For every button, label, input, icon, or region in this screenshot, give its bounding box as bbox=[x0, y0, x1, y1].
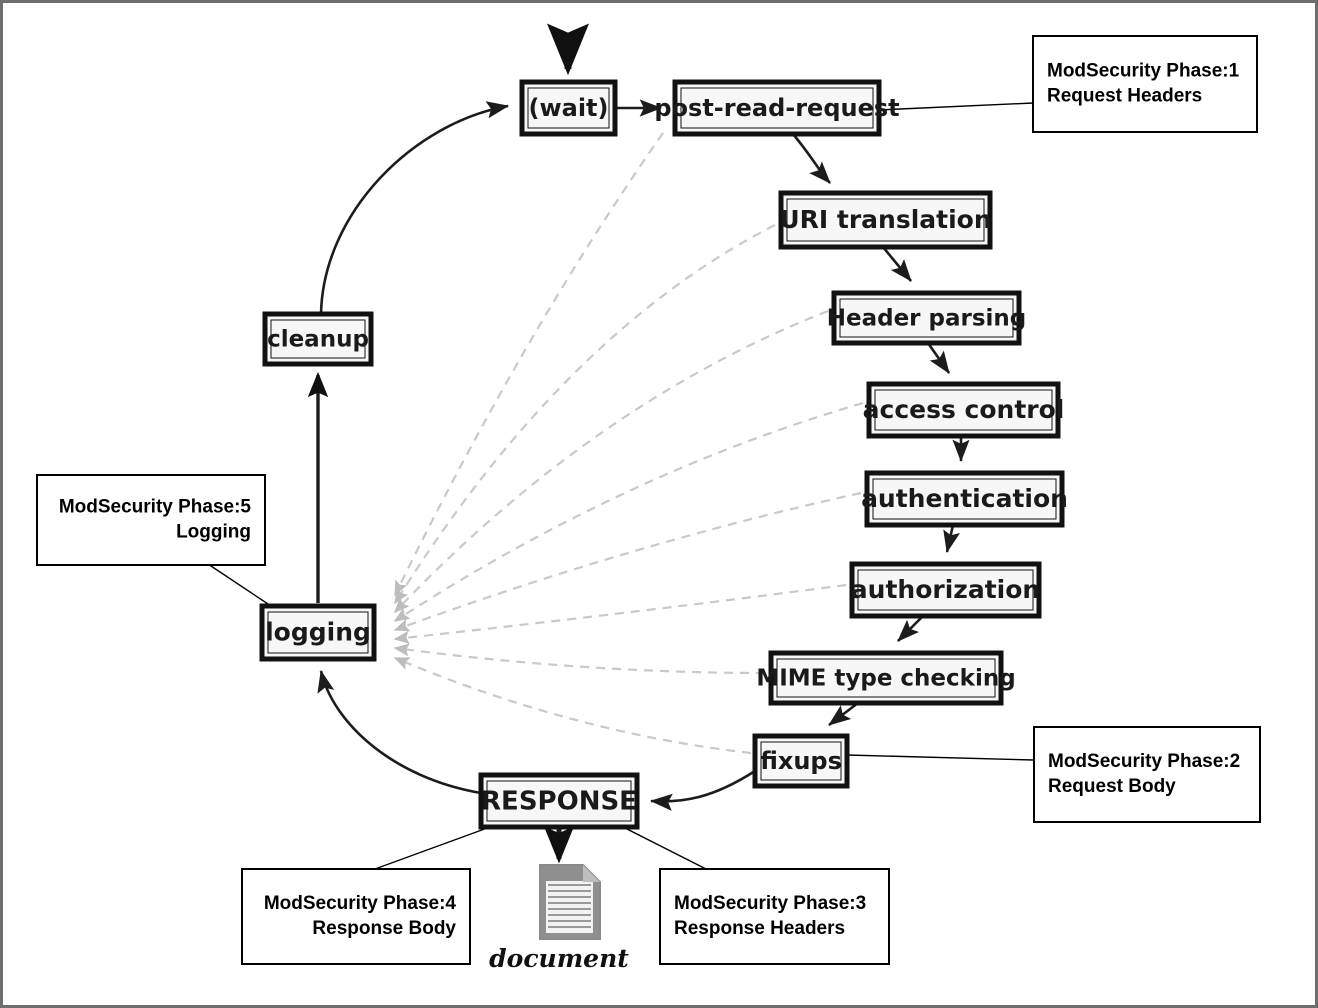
dashed-edge-mime-to-logging bbox=[393, 643, 766, 675]
edge-cleanup-to-wait bbox=[319, 101, 510, 315]
node-label: cleanup bbox=[267, 327, 369, 353]
node-inner-border bbox=[874, 389, 1053, 431]
node-inner-border bbox=[486, 780, 632, 822]
callout-border bbox=[1033, 726, 1261, 823]
edge-post-read-to-uri bbox=[792, 133, 831, 184]
callout-line: ModSecurity Phase:5 bbox=[59, 497, 252, 518]
node-response[interactable]: RESPONSE bbox=[478, 772, 640, 830]
node-label: post-read-request bbox=[654, 94, 899, 122]
node-label: RESPONSE bbox=[481, 787, 637, 817]
callout-line: Request Headers bbox=[1047, 86, 1202, 107]
leader-phase2 bbox=[846, 754, 1035, 761]
edge-mime-to-fixups bbox=[828, 701, 859, 727]
dashed-edge-uri-to-logging bbox=[394, 224, 776, 605]
dashed-edge-access-to-logging bbox=[393, 401, 864, 622]
node-label: logging bbox=[265, 618, 371, 647]
callout-border bbox=[36, 474, 266, 566]
dashed-edge-post-read-to-logging bbox=[394, 132, 664, 597]
leader-phase4 bbox=[374, 826, 491, 870]
edge-authz-to-mime bbox=[897, 615, 924, 642]
leader-phase3 bbox=[622, 826, 707, 870]
node-label: fixups bbox=[760, 747, 842, 775]
callout-leader-lines bbox=[207, 102, 1035, 870]
edge-response-to-logging bbox=[317, 669, 482, 795]
callout-line: ModSecurity Phase:1 bbox=[1047, 61, 1240, 82]
node-label: (wait) bbox=[528, 94, 608, 122]
edge-uri-to-header bbox=[881, 246, 913, 282]
dashed-edge-fixups-to-logging bbox=[393, 656, 752, 755]
dashed-edge-authn-to-logging bbox=[393, 491, 862, 632]
callout-line: ModSecurity Phase:4 bbox=[264, 893, 457, 914]
dashed-logging-edges bbox=[393, 132, 864, 755]
node-authn[interactable]: authentication bbox=[861, 470, 1068, 528]
callout-line: Logging bbox=[176, 522, 251, 543]
node-uri[interactable]: URI translation bbox=[778, 190, 993, 250]
node-header[interactable]: Header parsing bbox=[827, 290, 1027, 346]
node-inner-border bbox=[857, 569, 1034, 611]
callout-border bbox=[1032, 35, 1258, 133]
node-mime[interactable]: MIME type checking bbox=[756, 650, 1016, 706]
edge-header-to-access bbox=[926, 342, 951, 374]
node-label: authentication bbox=[861, 484, 1068, 513]
dashed-edge-authz-to-logging bbox=[393, 583, 847, 645]
callout-line: ModSecurity Phase:2 bbox=[1048, 751, 1240, 772]
node-label: MIME type checking bbox=[756, 666, 1015, 692]
node-label: authorization bbox=[851, 575, 1040, 604]
node-inner-border bbox=[680, 87, 874, 129]
node-fixups[interactable]: fixups bbox=[752, 733, 850, 789]
node-access[interactable]: access control bbox=[863, 381, 1065, 439]
node-post-read[interactable]: post-read-request bbox=[654, 79, 900, 137]
node-inner-border bbox=[270, 319, 366, 359]
document-icon-label: document bbox=[489, 944, 629, 973]
callout-line: ModSecurity Phase:3 bbox=[674, 893, 866, 914]
node-inner-border bbox=[760, 741, 842, 781]
node-logging[interactable]: logging bbox=[259, 603, 377, 662]
edge-fixups-to-response bbox=[649, 769, 756, 811]
edge-authn-to-authz bbox=[943, 524, 961, 554]
node-label: URI translation bbox=[779, 205, 991, 234]
node-cleanup[interactable]: cleanup bbox=[262, 311, 374, 367]
document-icon bbox=[539, 864, 601, 940]
node-inner-border bbox=[267, 611, 369, 654]
node-wait[interactable]: (wait) bbox=[519, 79, 618, 137]
leader-phase1 bbox=[877, 102, 1034, 111]
node-inner-border bbox=[872, 478, 1057, 520]
node-authz[interactable]: authorization bbox=[849, 561, 1042, 619]
flow-edges bbox=[307, 23, 970, 864]
node-inner-border bbox=[776, 658, 996, 698]
node-inner-border bbox=[786, 198, 985, 242]
callout-border bbox=[241, 868, 471, 965]
node-inner-border bbox=[527, 87, 610, 129]
dashed-edge-header-to-logging bbox=[394, 309, 829, 613]
callout-line: Response Headers bbox=[674, 918, 845, 939]
leader-phase5 bbox=[207, 563, 272, 607]
callout-line: Response Body bbox=[312, 918, 456, 939]
node-label: access control bbox=[863, 395, 1065, 424]
node-label: Header parsing bbox=[827, 306, 1027, 332]
callout-border bbox=[659, 868, 890, 965]
node-inner-border bbox=[839, 298, 1014, 338]
callout-line: Request Body bbox=[1048, 776, 1176, 797]
